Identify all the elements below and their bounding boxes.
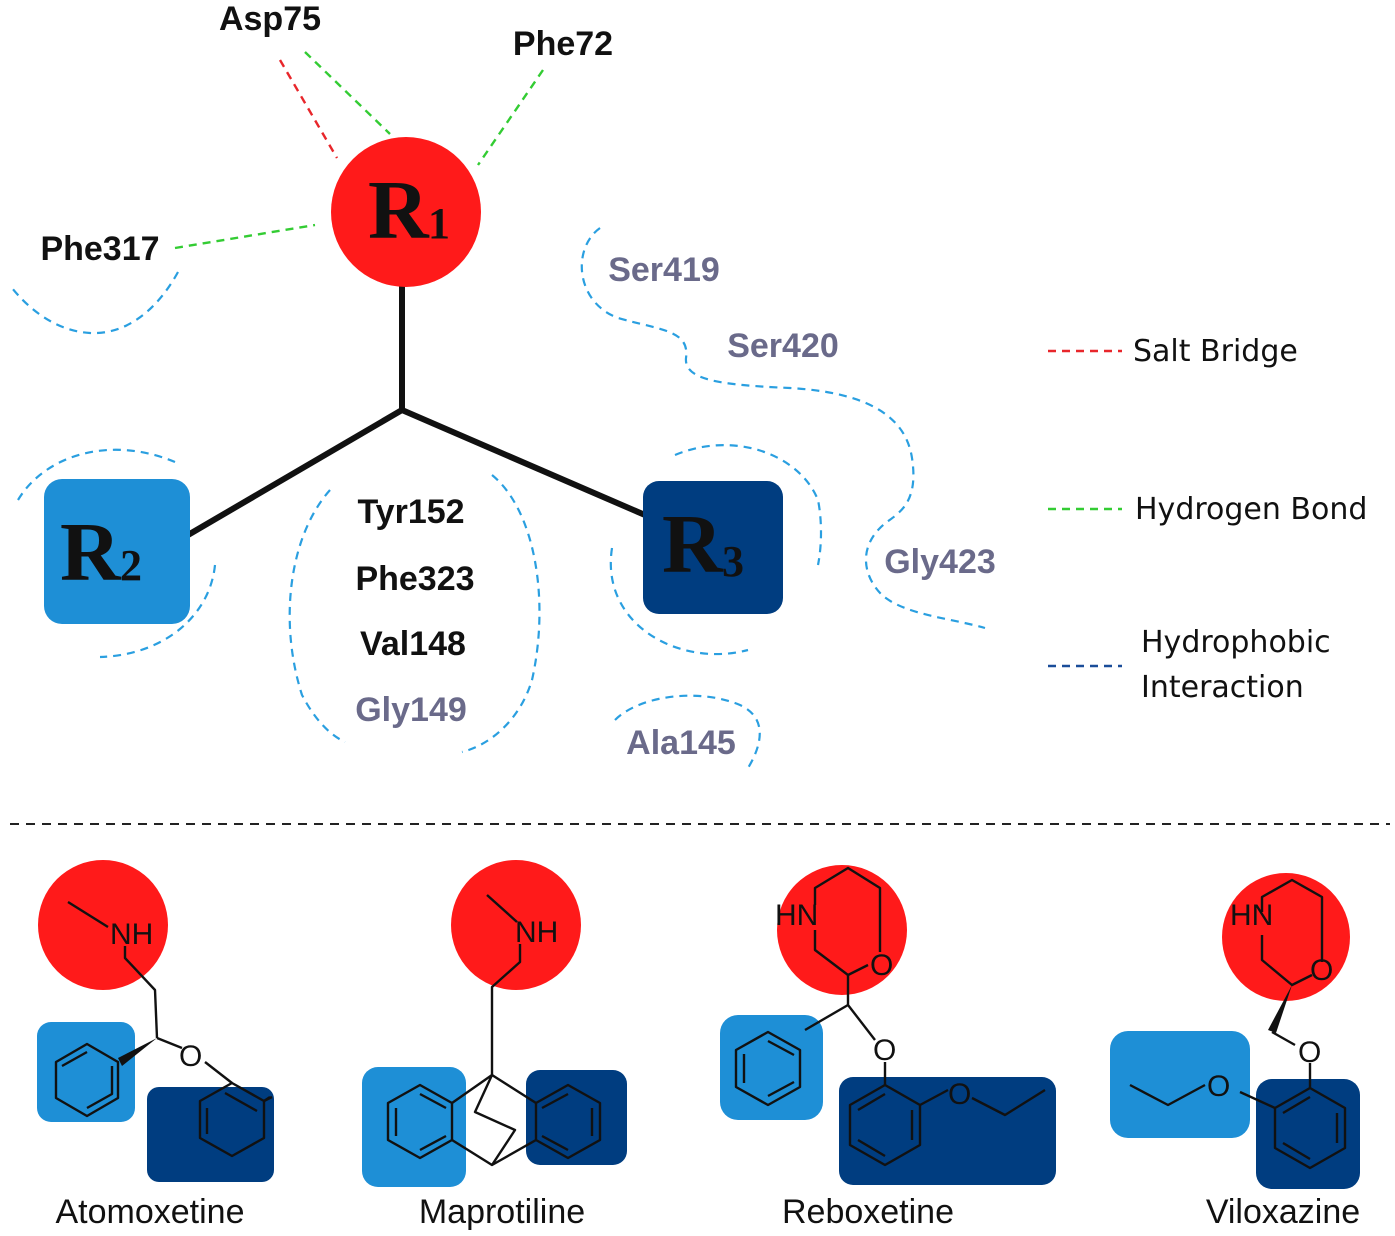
viloxazine-name: Viloxazine [1206, 1193, 1360, 1231]
drug-maprotiline: NH Maprotiline [362, 860, 627, 1231]
residue-val148: Val148 [360, 625, 466, 663]
r2-subscript: 2 [120, 541, 142, 590]
r2-box [44, 479, 190, 624]
atomoxetine-r2-box [37, 1022, 135, 1122]
r2-bond [186, 407, 404, 538]
residue-ser419: Ser419 [608, 251, 720, 289]
hydrophobic-contour-phe317 [11, 271, 179, 335]
hydrophobic-contour-r3-top [674, 444, 823, 566]
viloxazine-ring-o-label: O [1310, 954, 1333, 987]
reboxetine-ether-o-label: O [948, 1078, 971, 1111]
maprotiline-r3-box [526, 1070, 627, 1165]
r2-feature: R 2 [44, 479, 190, 624]
hydrophobic-contour-center-right [461, 474, 541, 754]
hbond-asp75 [304, 51, 391, 135]
residue-gly423: Gly423 [884, 543, 996, 581]
hydrophobic-contour-ser-gly [580, 227, 986, 630]
hydrophobic-contour-r2-top [17, 448, 176, 501]
reboxetine-name: Reboxetine [782, 1193, 954, 1231]
atomoxetine-nh-label: NH [110, 918, 153, 951]
salt-bridge-asp75 [278, 59, 339, 159]
maprotiline-name: Maprotiline [419, 1193, 585, 1231]
reboxetine-hn-label: HN [775, 899, 818, 932]
r3-label: R [662, 498, 724, 591]
atomoxetine-o-label: O [179, 1040, 202, 1073]
legend-salt-bridge-label: Salt Bridge [1133, 334, 1298, 369]
maprotiline-structure [386, 894, 602, 1167]
viloxazine-ether-o-label: O [1207, 1070, 1230, 1103]
residue-ser420: Ser420 [727, 327, 839, 365]
reboxetine-link-o-label: O [873, 1034, 896, 1067]
atomoxetine-r3-box [147, 1087, 274, 1182]
hydrophobic-contour-r2-bottom [99, 564, 217, 659]
residue-tyr152: Tyr152 [357, 493, 464, 531]
legend-hydrogen-bond-label: Hydrogen Bond [1135, 492, 1367, 527]
maprotiline-r2-box [362, 1067, 466, 1187]
legend-hydrophobic-label-line2: Interaction [1141, 670, 1304, 705]
r3-feature: R 3 [643, 481, 783, 614]
hydrophobic-contour-r3-bottom [609, 547, 749, 656]
residue-phe72: Phe72 [513, 25, 613, 63]
residue-gly149: Gly149 [355, 691, 467, 729]
residue-asp75: Asp75 [219, 0, 321, 38]
drug-reboxetine: HN O O O Reboxetine [720, 865, 1056, 1231]
reboxetine-ring-o-label: O [870, 949, 893, 982]
residue-phe317: Phe317 [40, 230, 159, 268]
pharmacophore-skeleton [186, 285, 647, 538]
r1-subscript: 1 [428, 199, 450, 248]
viloxazine-r2-box [1110, 1031, 1250, 1138]
viloxazine-r1-circle [1222, 873, 1350, 1001]
hbond-phe72 [477, 69, 544, 166]
maprotiline-r1-circle [451, 860, 581, 990]
r3-bond [400, 407, 647, 518]
drug-atomoxetine: NH O Atomoxetine [37, 860, 274, 1231]
maprotiline-nh-label: NH [515, 916, 558, 949]
hydrophobic-contour-center-left [288, 489, 346, 743]
atomoxetine-name: Atomoxetine [56, 1193, 245, 1231]
r1-feature: R 1 [331, 137, 481, 287]
r3-subscript: 3 [722, 537, 744, 586]
r1-label: R [368, 164, 430, 257]
legend: Salt Bridge Hydrogen Bond Hydrophobic In… [1048, 334, 1367, 705]
viloxazine-link-o-label: O [1298, 1036, 1321, 1069]
residue-ala145: Ala145 [626, 724, 736, 762]
r1-circle [331, 137, 481, 287]
reboxetine-r1-circle [777, 865, 907, 995]
hydrophobic-contour-ala145 [614, 694, 761, 769]
hbond-phe317 [174, 223, 316, 250]
pharmacophore-model: R 1 R 2 R 3 Asp75 Phe72 Phe317 Ser419 Se… [11, 0, 996, 769]
viloxazine-structure [1129, 878, 1347, 1170]
reboxetine-structure [734, 866, 1046, 1167]
legend-hydrophobic-label-line1: Hydrophobic [1141, 625, 1331, 660]
r3-box [643, 481, 783, 614]
reboxetine-r3-box [839, 1077, 1056, 1185]
atomoxetine-structure [54, 900, 273, 1158]
viloxazine-hn-label: HN [1230, 899, 1273, 932]
residue-phe323: Phe323 [355, 560, 474, 598]
drug-viloxazine: HN O O O Viloxazine [1110, 873, 1360, 1231]
viloxazine-r3-box [1256, 1079, 1360, 1189]
r2-label: R [60, 506, 122, 599]
